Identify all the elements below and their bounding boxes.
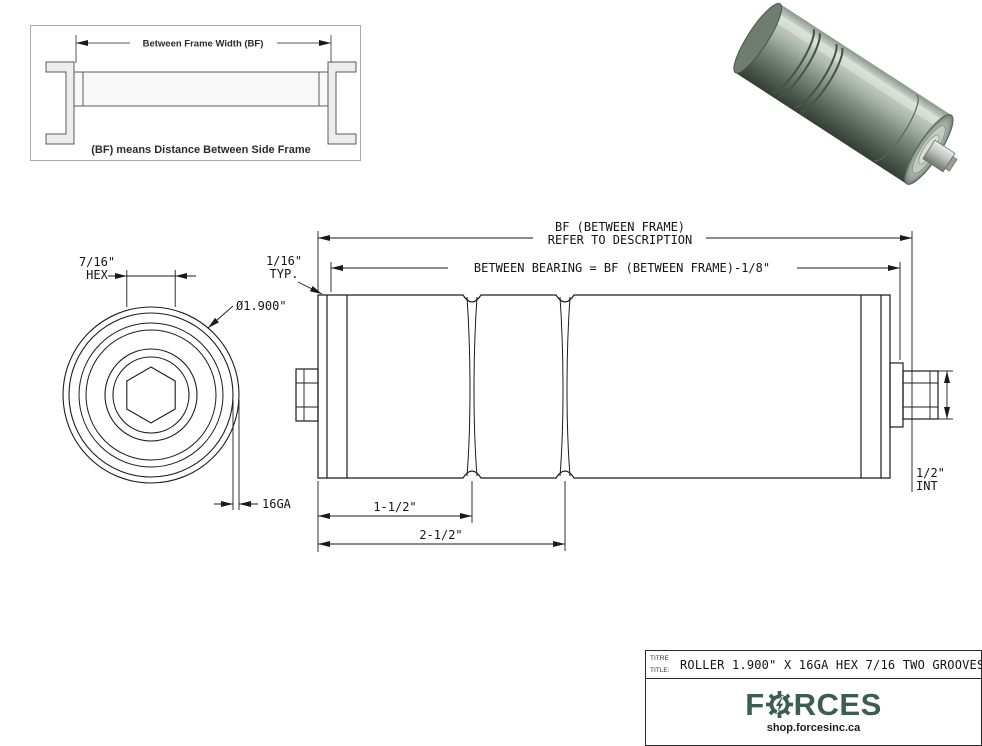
roller-end-view (62, 306, 240, 484)
left-side-frame (45, 61, 75, 145)
tube-outer-circle (62, 306, 240, 484)
title-field-labels: TITRE TITLE: (646, 653, 680, 675)
brand-website: shop.forcesinc.ca (766, 721, 861, 734)
groove-1-profile (466, 296, 471, 477)
typ-gap-callout (297, 281, 323, 295)
typ-value-label: 1/16" (266, 254, 302, 268)
bf-dimension (317, 231, 913, 492)
gear-icon (765, 690, 793, 718)
lightning-bolt-icon (774, 695, 785, 714)
gauge-callout (214, 400, 258, 510)
render-groove-2 (794, 43, 838, 109)
forces-logo: F RCES (745, 689, 882, 720)
title-row: TITRE TITLE: ROLLER 1.900" X 16GA HEX 7/… (646, 651, 982, 679)
inset-dim-label: Between Frame Width (BF) (143, 39, 264, 50)
shaft-dim-label: 1/2" (916, 466, 945, 480)
bf-label-line2: REFER TO DESCRIPTION (548, 233, 693, 247)
shaft-dimension (938, 370, 953, 420)
render-groove-1 (772, 29, 815, 95)
shaft-note-label: INT (916, 479, 938, 493)
between-bearing-dimension (330, 262, 901, 360)
right-side-frame (327, 61, 357, 145)
roller-body-outline (317, 294, 891, 479)
groove-2-profile (559, 296, 564, 477)
drawing-title: ROLLER 1.900" X 16GA HEX 7/16 TWO GROOVE… (680, 657, 982, 672)
brand-text-suffix: RCES (793, 686, 882, 722)
groove2-dimension (318, 481, 566, 551)
left-hex-shaft (295, 368, 319, 422)
inset-caption: (BF) means Distance Between Side Frame (91, 144, 310, 156)
typ-word-label: TYP. (270, 267, 299, 281)
roller-side-view (295, 294, 939, 479)
right-shaft-collar (889, 362, 904, 428)
render-body (735, 3, 952, 184)
gauge-label: 16GA (262, 497, 292, 511)
title-block: TITRE TITLE: ROLLER 1.900" X 16GA HEX 7/… (645, 650, 982, 746)
groove1-dimension (317, 481, 473, 552)
roller-3d-render (733, 3, 958, 185)
title-label-en: TITLE: (650, 666, 670, 674)
diameter-label: Ø1.900" (236, 299, 287, 313)
diameter-callout (207, 305, 234, 329)
hex-dimension (108, 270, 196, 307)
groove2-dim-label: 2-1/2" (419, 528, 462, 542)
brand-text-prefix: F (745, 686, 765, 722)
right-spring-shaft (902, 370, 939, 420)
title-label-fr: TITRE (650, 655, 669, 663)
tube-inner-circle (68, 312, 234, 478)
brand-area: F RCES shop.f (646, 679, 981, 743)
inset-roller-tube (73, 71, 329, 107)
groove1-dim-label: 1-1/2" (373, 500, 416, 514)
hex-bore (126, 366, 176, 424)
bf-label-line1: BF (BETWEEN FRAME) (555, 220, 685, 234)
hex-word-label: HEX (86, 268, 108, 282)
hex-size-label: 7/16" (79, 255, 115, 269)
between-bearing-label: BETWEEN BEARING = BF (BETWEEN FRAME)-1/8… (474, 261, 770, 275)
bf-definition-inset (30, 25, 361, 161)
